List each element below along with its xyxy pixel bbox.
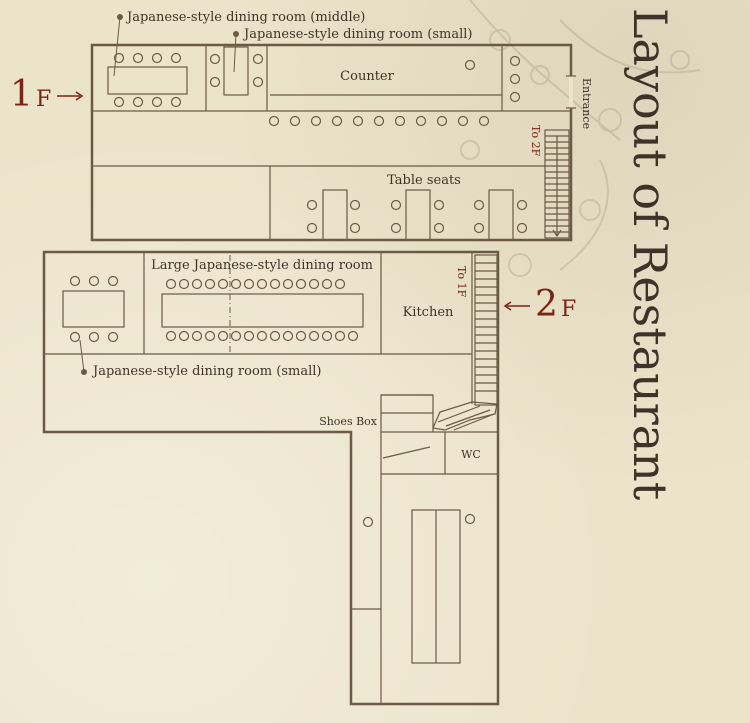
- label-japanese-middle: Japanese-style dining room (middle): [125, 10, 365, 25]
- leader-japanese-small-2f: [79, 339, 87, 375]
- label-wc: WC: [461, 448, 481, 461]
- label-to-2f: To 2F: [529, 125, 542, 157]
- floor2-marker-suffix: F: [561, 297, 576, 322]
- label-table-seats: Table seats: [387, 173, 461, 188]
- arrow-left-icon: [503, 301, 530, 311]
- label-japanese-small-2f: Japanese-style dining room (small): [91, 364, 321, 379]
- page-title: Layout of Restaurant: [623, 8, 677, 501]
- floor1-marker: 1 F: [10, 74, 84, 115]
- blossom-decoration-icon: [460, 0, 701, 277]
- floor2-plan: [42, 250, 500, 706]
- floor2-stairs[interactable]: [432, 254, 498, 431]
- label-entrance: Entrance: [580, 78, 593, 129]
- floor1-stairs[interactable]: [544, 129, 570, 239]
- label-large-japanese: Large Japanese-style dining room: [151, 258, 373, 273]
- leader-japanese-small-1f: [233, 31, 239, 73]
- floor1-marker-suffix: F: [36, 87, 51, 112]
- label-shoes-box: Shoes Box: [319, 415, 378, 428]
- label-counter: Counter: [340, 69, 394, 84]
- floor1-plan: [90, 43, 576, 242]
- label-to-1f: To 1F: [455, 266, 468, 298]
- floor2-marker-number: 2: [535, 284, 558, 325]
- entrance-marker[interactable]: [566, 75, 576, 109]
- floor1-outline: [90, 43, 573, 242]
- arrow-right-icon: [57, 91, 84, 101]
- leader-japanese-middle: [113, 14, 123, 77]
- floor2-outline: [42, 250, 500, 706]
- label-kitchen: Kitchen: [403, 305, 454, 320]
- floor1-marker-number: 1: [10, 74, 33, 115]
- label-japanese-small-1f: Japanese-style dining room (small): [242, 27, 472, 42]
- floor2-marker: 2 F: [503, 284, 576, 325]
